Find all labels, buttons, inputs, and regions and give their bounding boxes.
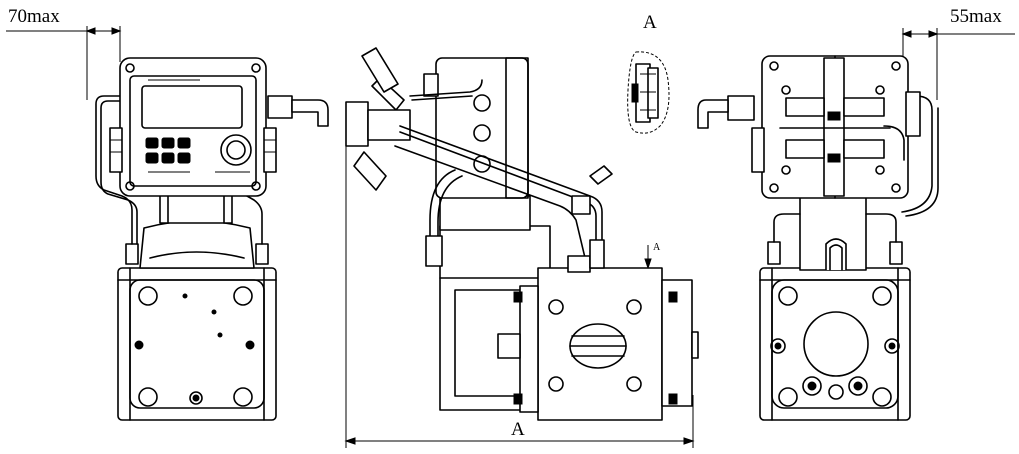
side-view [345, 47, 699, 421]
left-dimension: 70max [6, 6, 122, 100]
bottom-dimension: A [344, 120, 695, 448]
right-dimension-label: 55max [950, 6, 1002, 27]
front-view [95, 57, 329, 421]
view-a-label: A [643, 12, 657, 33]
bottom-dimension-label: A [511, 419, 525, 440]
left-dimension-label: 70max [8, 6, 60, 27]
rear-view [697, 55, 939, 421]
right-dimension: 55max [901, 6, 1015, 100]
view-arrow-label: A [653, 242, 661, 253]
view-a-detail [627, 51, 670, 134]
view-direction-arrow: A [644, 242, 661, 270]
